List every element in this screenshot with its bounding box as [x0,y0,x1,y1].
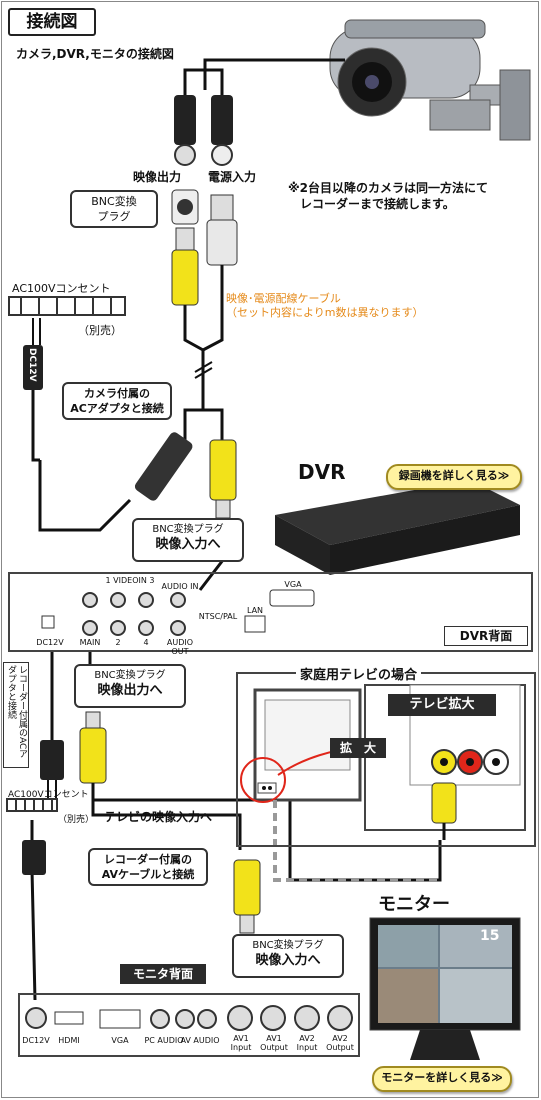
monitor-dc12v-label: DC12V [22,1036,50,1045]
av-cable-callout: レコーダー付属の AVケーブルと接続 [88,848,208,886]
to-tv-label: テレビの映像入力へ [104,810,213,824]
page-subtitle: カメラ,DVR,モニタの接続図 [16,47,174,61]
tv-zoom-badge: テレビ拡大 [388,694,496,716]
dvr-audio-out-label: AUDIO OUT [166,638,194,656]
video-out-label: 映像出力 [133,170,182,184]
outlet-top-sold-sep: （別売） [78,324,122,337]
dvr-details-button[interactable]: 録画機を詳しく見る≫ [386,464,522,490]
dvr-video-in-label: 1 VIDEOIN 3 [105,576,155,585]
page-title: 接続図 [8,8,96,36]
monitor-screen-number: 15 [480,928,500,944]
cable-label: 映像･電源配線ケーブル （セット内容によりm数は異なります） [226,292,424,319]
dvr-back-panel [8,572,533,652]
monitor-av2-out-label: AV2 Output [326,1034,354,1052]
monitor-title: モニター [378,894,450,915]
monitor-pc-audio-label: PC AUDIO [144,1036,184,1045]
dvr-main-label: MAIN [79,638,101,647]
adapter-dc12v-label: DC12V [27,348,37,382]
monitor-details-button[interactable]: モニターを詳しく見る≫ [372,1066,512,1092]
ac-adapter-callout: カメラ付属の ACアダプタと接続 [62,382,172,420]
outlet-top-icon [8,296,126,316]
tv-zoom-label: 拡 大 [330,738,386,758]
dvr-audio-in-label: AUDIO IN [161,582,199,591]
monitor-bnc-callout: BNC変換プラグ 映像入力へ [232,934,344,978]
dvr-port-2-label: 2 [115,638,121,647]
tv-heading: 家庭用テレビの場合 [296,664,422,683]
dvr-vga-label: VGA [284,580,302,589]
monitor-icon [369,917,521,1060]
dvr-back-panel-title: DVR背面 [444,626,528,646]
dvr-bnc-main: 映像入力へ [155,537,221,552]
monitor-hdmi-label: HDMI [58,1036,80,1045]
dvr-ntsc-label: NTSC/PAL [198,612,238,621]
monitor-av2-in-label: AV2 Input [296,1034,318,1052]
monitor-av1-in-label: AV1 Input [230,1034,252,1052]
monitor-av-audio-label: AV AUDIO [180,1036,220,1045]
dvr-dc12v-label: DC12V [36,638,64,647]
monitor-back-panel [18,993,360,1057]
monitor-av1-out-label: AV1 Output [260,1034,288,1052]
video-out-small: BNC変換プラグ [94,670,166,681]
outlet-top-label: AC100Vコンセント [12,282,111,295]
dvr-bnc-callout: BNC変換プラグ 映像入力へ [132,518,244,562]
bnc-plug-callout: BNC変換 プラグ [70,190,158,228]
monitor-vga-label: VGA [111,1036,129,1045]
dvr-bnc-small: BNC変換プラグ [152,524,224,535]
camera-icon [329,19,531,141]
monitor-bnc-small: BNC変換プラグ [252,940,324,951]
power-in-label: 電源入力 [208,170,257,184]
outlet-bottom-icon [6,798,58,812]
dvr-port-4-label: 4 [143,638,149,647]
outlet-bottom-sold-sep: （別売） [58,815,95,825]
monitor-bnc-main: 映像入力へ [255,953,321,968]
dvr-title: DVR [298,460,346,484]
outlet-bottom-label: AC100Vコンセント [8,790,89,800]
video-out-main: 映像出力へ [97,683,163,698]
video-out-callout: BNC変換プラグ 映像出力へ [74,664,186,708]
dvr-unit-icon [275,480,520,575]
monitor-back-panel-title: モニタ背面 [120,964,206,984]
camera-note: ※2台目以降のカメラは同一方法にて レコーダーまで接続します。 [288,181,489,211]
dvr-lan-label: LAN [246,606,264,615]
recorder-adapter-label: レコーダー付属のACアダプタと接続 [3,662,29,768]
